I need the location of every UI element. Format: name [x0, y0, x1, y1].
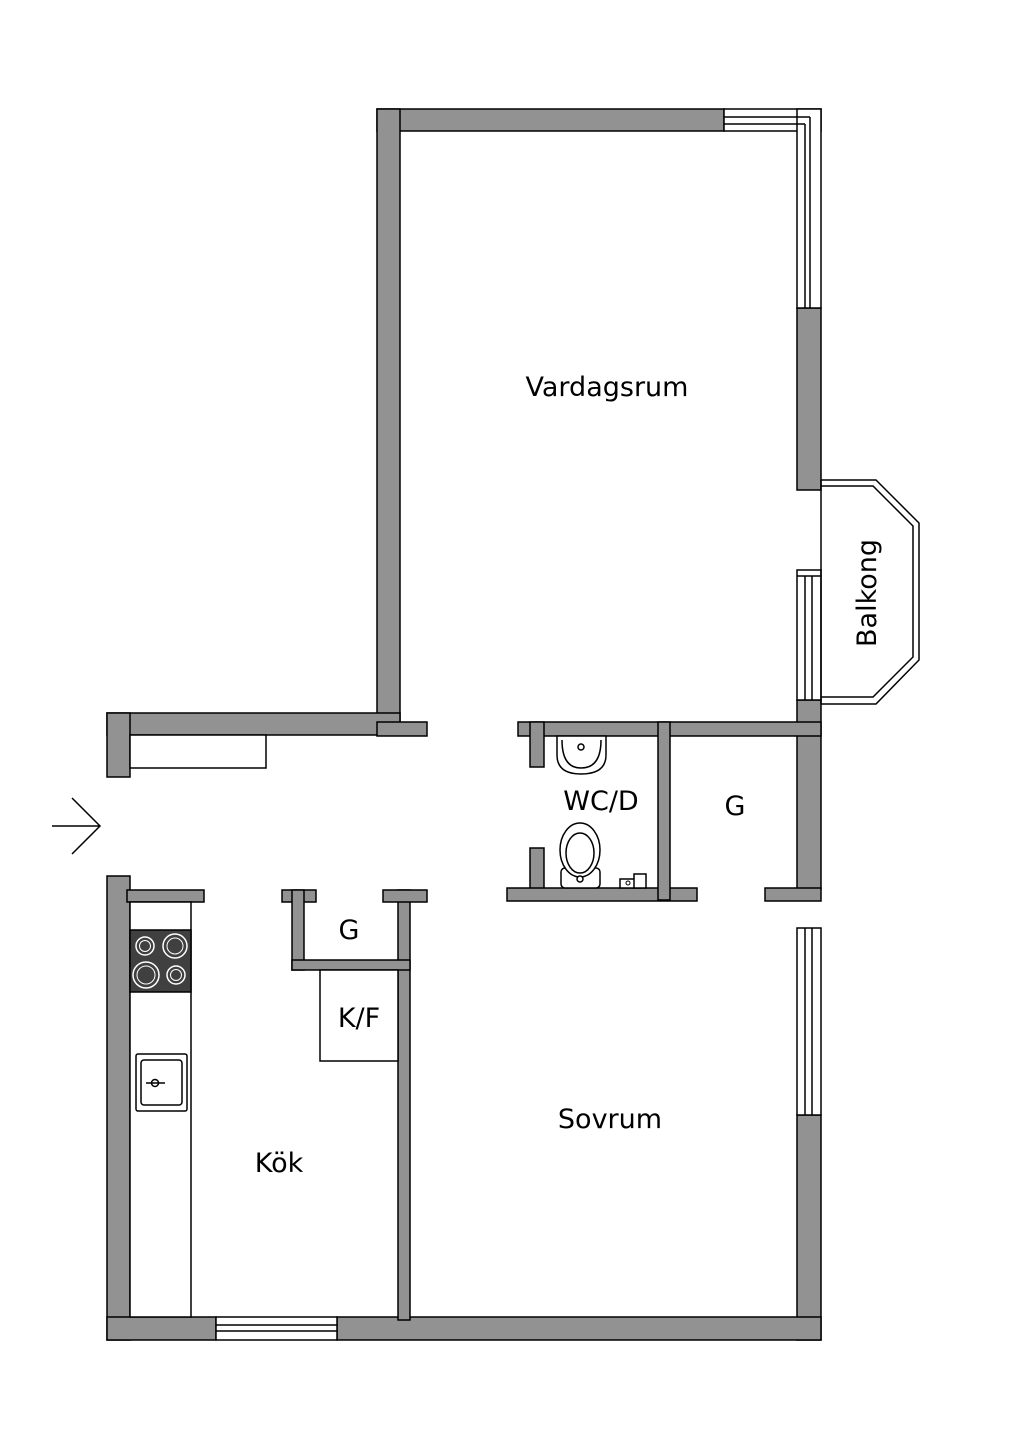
window-kitchen [215, 1316, 338, 1341]
label-kf: K/F [338, 1003, 380, 1034]
drain-icon [619, 873, 647, 889]
wall-hall-stub [376, 721, 428, 737]
wall-kitchen-bedroom [397, 889, 411, 1321]
wall-closet-left [291, 889, 305, 971]
label-g-kok: G [339, 915, 360, 946]
wall-closet-right-stub [764, 887, 822, 902]
wall-wc-bottom [506, 887, 698, 902]
balcony-inner [821, 485, 914, 698]
wall-right-1 [796, 307, 822, 491]
wall-kitchen-stub-left [126, 889, 205, 903]
stove-icon [129, 929, 192, 993]
wall-kitchen-stub-right [382, 889, 428, 903]
wall-bottom-1 [106, 1316, 217, 1341]
windows [215, 108, 822, 1341]
wall-wc-right [657, 721, 671, 901]
arrow-right-icon [52, 797, 102, 855]
window-living-right [796, 569, 822, 701]
balcony-outline [821, 479, 920, 705]
window-bedroom [796, 927, 822, 1116]
wall-living-top [376, 108, 725, 132]
wall-closet-bottom [291, 959, 411, 971]
wall-right-3 [796, 1114, 822, 1341]
label-g-hall: G [725, 791, 746, 822]
label-wc: WC/D [563, 786, 638, 817]
label-kok: Kök [255, 1148, 304, 1179]
balcony [820, 479, 920, 705]
label-balkong: Balkong [852, 539, 883, 647]
wall-living-left [376, 108, 401, 736]
fridge-freezer [319, 969, 399, 1062]
fixtures [129, 734, 647, 1318]
toilet-icon [559, 822, 601, 889]
washbasin-icon [556, 735, 607, 775]
wall-left-2 [106, 875, 131, 1341]
label-sovrum: Sovrum [558, 1104, 662, 1135]
wall-wc-left-upper [529, 721, 545, 768]
hall-wardrobe [129, 734, 267, 769]
window-living-corner [723, 108, 822, 309]
label-vardagsrum: Vardagsrum [526, 372, 689, 403]
walls [106, 108, 822, 1341]
sink-icon [135, 1053, 188, 1112]
wall-left-1 [106, 712, 131, 778]
wall-hall-top [106, 712, 401, 736]
